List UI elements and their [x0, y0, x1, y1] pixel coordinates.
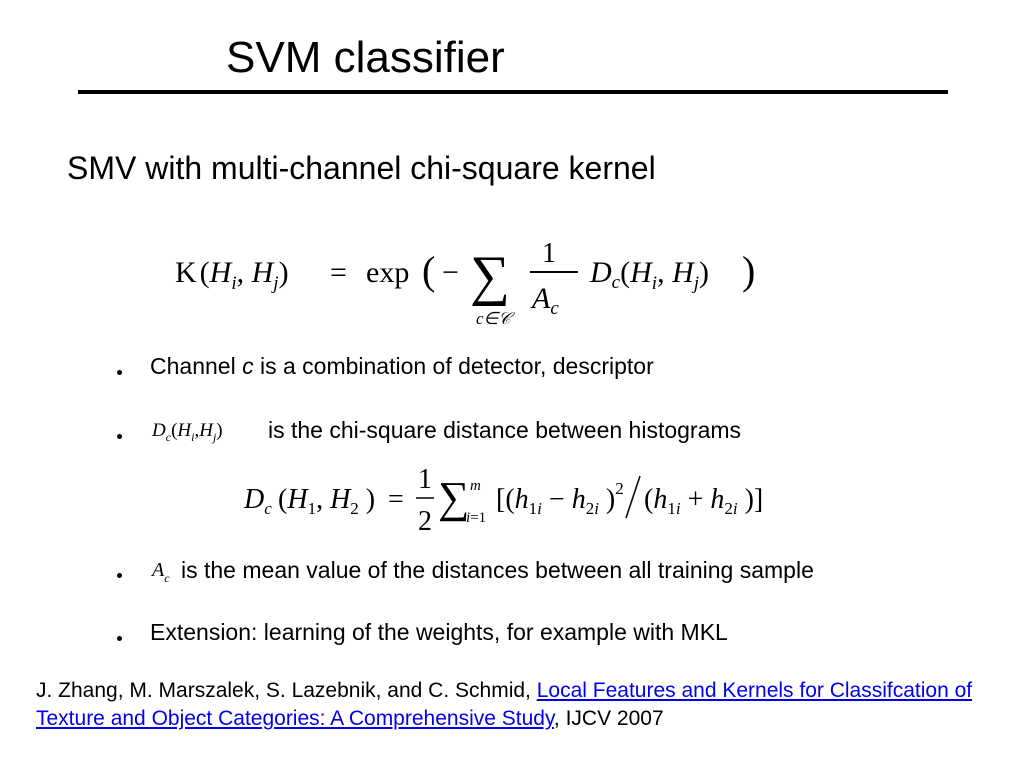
svg-text:c∈𝒞: c∈𝒞: [476, 309, 515, 328]
paper-link[interactable]: Local Features and Kernels for Classifca…: [36, 679, 973, 730]
svg-text:K(Hi, Hj): K(Hi, Hj): [175, 256, 289, 294]
svg-text:−: −: [442, 256, 459, 289]
citation-venue: , IJCV 2007: [553, 707, 664, 730]
citation: J. Zhang, M. Marszalek, S. Lazebnik, and…: [36, 677, 1006, 733]
bullet-extension: Extension: learning of the weights, for …: [150, 619, 728, 645]
svg-text:Ac: Ac: [150, 559, 170, 585]
svg-text:2: 2: [418, 506, 432, 537]
channel-variable: c: [242, 353, 254, 379]
ac-inline-formula: Ac: [150, 559, 170, 585]
svg-text:∑: ∑: [438, 473, 469, 522]
kernel-formula: K(Hi, Hj) = exp ( − ∑ c∈𝒞 1 Ac Dc(Hi, Hj…: [175, 238, 755, 328]
bullet-marker: [117, 370, 122, 375]
svg-text:Dc(Hi, Hj): Dc(Hi, Hj): [589, 256, 709, 294]
chi-square-distance-formula: Dc (H1, H2 ) = 1 2 ∑ m i=1 [(h1i − h2i )…: [243, 464, 763, 537]
exp-function: exp: [366, 256, 409, 289]
dc-inline-formula: Dc(Hi,Hj): [151, 420, 223, 444]
bullet-distance: is the chi-square distance between histo…: [268, 417, 742, 443]
svg-text:i=1: i=1: [466, 510, 486, 526]
svg-text:Ac: Ac: [530, 282, 559, 319]
citation-authors: J. Zhang, M. Marszalek, S. Lazebnik, and…: [36, 679, 537, 702]
svg-text:Dc(Hi,Hj): Dc(Hi,Hj): [151, 420, 223, 444]
svg-text:=: =: [330, 256, 347, 289]
svg-text:m: m: [470, 478, 481, 494]
title-divider: [78, 90, 948, 94]
bullet-marker: [117, 573, 122, 578]
slide-title: SVM classifier: [226, 33, 505, 82]
svg-text:): ): [742, 248, 755, 293]
svg-text:(H1, H2 ): (H1, H2 ): [278, 484, 375, 518]
svg-text:=: =: [388, 484, 404, 515]
svg-text:Dc: Dc: [243, 484, 272, 518]
svg-text:[(h1i − h2i )2: [(h1i − h2i )2: [496, 479, 624, 518]
bullet-marker: [117, 434, 122, 439]
svg-text:∑: ∑: [470, 245, 510, 307]
svg-text:1: 1: [418, 464, 432, 495]
bullet-channel: Channel c is a combination of detector, …: [150, 353, 654, 379]
bullet-mean-value: is the mean value of the distances betwe…: [181, 557, 814, 583]
svg-text:(: (: [422, 248, 435, 293]
svg-text:(h1i + h2i )]: (h1i + h2i )]: [644, 484, 763, 518]
bullet-marker: [117, 636, 122, 641]
slide-subtitle: SMV with multi-channel chi-square kernel: [67, 150, 656, 186]
svg-text:1: 1: [542, 238, 556, 269]
